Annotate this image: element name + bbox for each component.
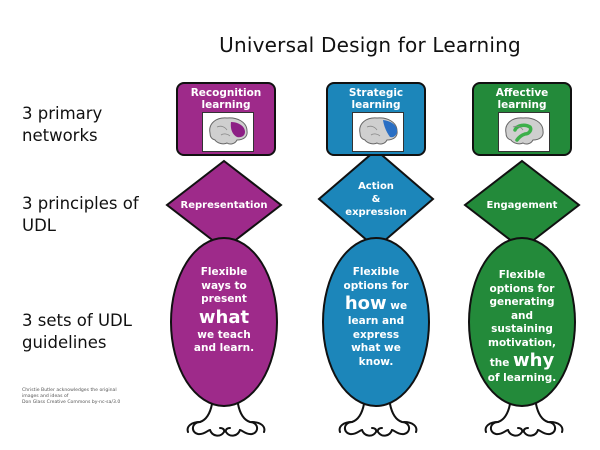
principle-label-line: Engagement (486, 200, 558, 211)
network-label-line: learning (201, 99, 251, 111)
guideline-emphasis-line: how we (324, 293, 428, 315)
network-label: Affective learning (474, 87, 570, 111)
network-label: Strategic learning (328, 87, 424, 111)
row-label-line: 3 primary (22, 104, 103, 123)
network-box-recognition: Recognition learning (176, 82, 276, 156)
guideline-emphasis-line: the why (470, 350, 574, 372)
principle-label-representation: Representation (169, 199, 279, 212)
network-label-line: learning (497, 99, 547, 111)
guideline-emphasis: what (198, 306, 250, 328)
credit-line: images and ideas of (22, 394, 69, 399)
guideline-line: learn and (347, 315, 405, 327)
guideline-line: we (386, 300, 408, 312)
guideline-oval-affective: Flexible options for generating and sust… (468, 237, 576, 407)
guideline-line: generating (489, 296, 555, 308)
guideline-oval-recognition: Flexible ways to present what we teach a… (170, 237, 278, 407)
guideline-line: know. (358, 355, 394, 368)
guideline-oval-strategic: Flexible options for how we learn and ex… (322, 237, 430, 407)
row-label-line: 3 sets of UDL (22, 311, 132, 330)
network-box-strategic: Strategic learning (326, 82, 426, 156)
guideline-line: sustaining (491, 323, 553, 335)
guideline-line: Flexible (200, 266, 248, 278)
row-label-networks: 3 primary networks (22, 103, 102, 147)
guideline-line: what we (351, 342, 401, 354)
guideline-line: of learning. (487, 372, 557, 384)
credit-line: Don Glass Creative Commons by-nc-sa/3.0 (22, 400, 121, 405)
guideline-line: ways to (201, 279, 247, 292)
guideline-emphasis: why (513, 350, 555, 371)
row-label-line: networks (22, 126, 98, 145)
principle-label-line: expression (345, 207, 407, 218)
principle-label-line: Action (358, 181, 394, 192)
guideline-line: present (201, 293, 247, 305)
network-label: Recognition learning (178, 87, 274, 111)
row-label-guidelines: 3 sets of UDL guidelines (22, 310, 132, 354)
guideline-emphasis: how (344, 293, 387, 314)
row-label-line: UDL (22, 216, 56, 235)
guideline-line: we teach (197, 328, 251, 341)
principle-label-line: Representation (180, 200, 268, 211)
guideline-line: the (489, 357, 510, 369)
brain-icon (352, 112, 404, 152)
credit-line: Christie Butler acknowledges the origina… (22, 388, 117, 393)
network-label-line: Affective (495, 87, 549, 99)
guideline-line: Flexible (352, 266, 400, 278)
guideline-line: options for (343, 279, 409, 292)
guideline-line: options for (489, 282, 555, 295)
guideline-line: express (352, 328, 400, 341)
guideline-line: Flexible (498, 269, 546, 281)
guideline-line: motivation, (488, 336, 556, 349)
guideline-text: Flexible options for generating and sust… (470, 269, 574, 386)
guideline-text: Flexible options for how we learn and ex… (324, 266, 428, 369)
brain-icon (498, 112, 550, 152)
principle-label-engagement: Engagement (467, 199, 577, 212)
credit-note: Christie Butler acknowledges the origina… (22, 388, 142, 406)
guideline-text: Flexible ways to present what we teach a… (172, 266, 276, 356)
principle-label-action-expression: Action & expression (321, 180, 431, 219)
feet-icon (338, 403, 418, 437)
network-label-line: Recognition (190, 87, 262, 99)
guideline-line: and learn. (193, 342, 255, 354)
principle-label-line: & (371, 194, 381, 205)
row-label-principles: 3 principles of UDL (22, 193, 139, 237)
page-title: Universal Design for Learning (219, 33, 521, 57)
feet-icon (186, 403, 266, 437)
row-label-line: 3 principles of (22, 194, 139, 213)
row-label-line: guidelines (22, 333, 107, 352)
network-label-line: Strategic (348, 87, 404, 99)
guideline-line: and (510, 309, 534, 322)
network-box-affective: Affective learning (472, 82, 572, 156)
feet-icon (484, 403, 564, 437)
network-label-line: learning (351, 99, 401, 111)
brain-icon (202, 112, 254, 152)
